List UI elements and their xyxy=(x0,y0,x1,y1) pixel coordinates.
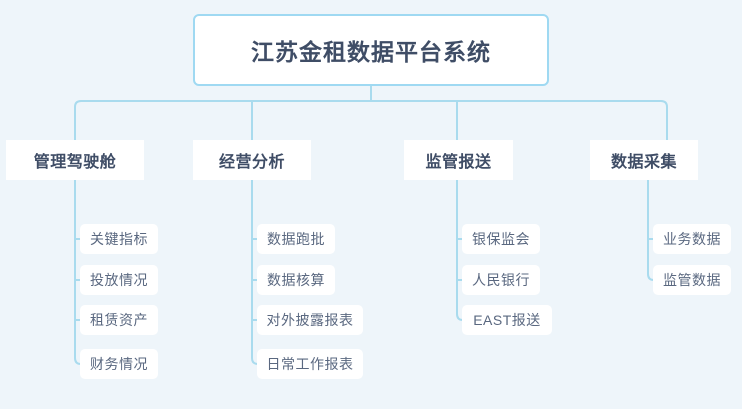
branch-node-1[interactable]: 管理驾驶舱 xyxy=(6,140,144,180)
leaf-node-2-1[interactable]: 数据跑批 xyxy=(257,224,335,254)
leaf-node-3-2[interactable]: 人民银行 xyxy=(462,265,540,295)
leaf-node-4-1[interactable]: 业务数据 xyxy=(653,224,731,254)
branch-node-3[interactable]: 监管报送 xyxy=(404,140,513,180)
leaf-node-4-2[interactable]: 监管数据 xyxy=(653,265,731,295)
root-node[interactable]: 江苏金租数据平台系统 xyxy=(193,14,549,86)
leaf-node-2-4[interactable]: 日常工作报表 xyxy=(257,349,363,379)
leaf-node-1-2[interactable]: 投放情况 xyxy=(80,265,158,295)
leaf-node-3-3[interactable]: EAST报送 xyxy=(462,305,552,335)
leaf-node-1-3[interactable]: 租赁资产 xyxy=(80,305,158,335)
branch-bus xyxy=(74,100,668,140)
branch-node-2[interactable]: 经营分析 xyxy=(193,140,311,180)
leaf-node-1-4[interactable]: 财务情况 xyxy=(80,349,158,379)
branch-node-4[interactable]: 数据采集 xyxy=(590,140,698,180)
leaf-node-1-1[interactable]: 关键指标 xyxy=(80,224,158,254)
leaf-node-2-2[interactable]: 数据核算 xyxy=(257,265,335,295)
leaf-node-3-1[interactable]: 银保监会 xyxy=(462,224,540,254)
leaf-node-2-3[interactable]: 对外披露报表 xyxy=(257,305,363,335)
